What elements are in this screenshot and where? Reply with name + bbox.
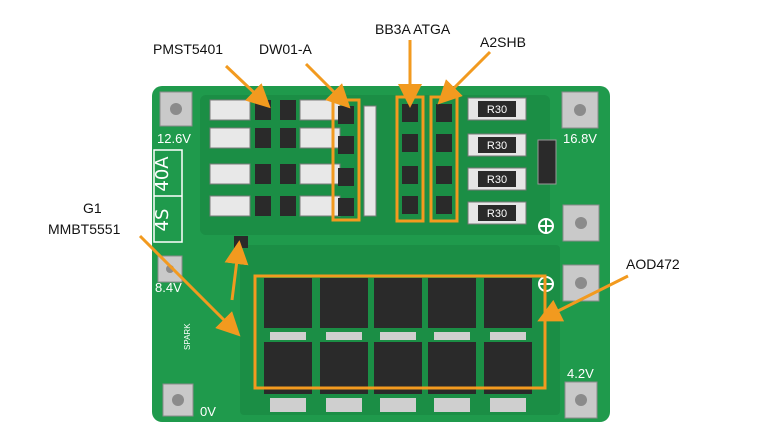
voltage-label-16-8v: 16.8V	[563, 131, 597, 146]
arrow-a2shb	[437, 50, 492, 105]
callout-arrows	[138, 40, 629, 337]
smd-component-rows	[209, 99, 341, 217]
mosfet-row-top	[264, 278, 532, 328]
arrow-mmbt5551	[138, 234, 241, 337]
callout-dw01: DW01-A	[259, 41, 312, 57]
arrow-aod472	[537, 274, 629, 322]
rating-4s-label: 4S	[152, 209, 173, 232]
voltage-label-4-2v: 4.2V	[567, 366, 594, 381]
resistor-code-1: R30	[487, 104, 507, 116]
resistor-code-3: R30	[487, 174, 507, 186]
mosfet-array	[264, 278, 532, 412]
voltage-label-12-6v: 12.6V	[157, 131, 191, 146]
rating-40a-label: 40A	[152, 156, 173, 192]
pad-left-84	[157, 255, 183, 283]
resistor-code-2: R30	[487, 140, 507, 152]
arrow-dw01	[304, 62, 351, 109]
a2shb-chip-column	[436, 104, 452, 214]
aod472-highlight	[253, 274, 547, 390]
callout-g1: G1	[83, 200, 102, 216]
callout-bb3a: BB3A ATGA	[375, 21, 451, 37]
shunt-resistors: R30 R30 R30 R30	[467, 97, 527, 225]
resistor-code-4: R30	[487, 208, 507, 220]
mosfet-row-bottom	[264, 342, 532, 394]
callout-mmbt5551: MMBT5551	[48, 221, 121, 237]
spark-label: SPARK	[183, 323, 192, 350]
plus-symbol	[538, 218, 554, 234]
voltage-label-8-4v: 8.4V	[155, 280, 182, 295]
arrow-pmst5401	[224, 64, 271, 109]
voltage-label-0v: 0V	[200, 404, 216, 419]
bb3a-chip-column	[402, 104, 418, 214]
g1-transistor	[234, 236, 248, 248]
arrow-g1	[224, 240, 249, 301]
dw01-chip-column	[338, 105, 377, 217]
mounting-pads	[157, 91, 600, 419]
callout-a2shb: A2SHB	[480, 34, 526, 50]
callout-aod472: AOD472	[626, 256, 680, 272]
diode	[537, 139, 557, 185]
callout-pmst5401: PMST5401	[153, 41, 224, 57]
mosfet-tabs	[270, 332, 526, 412]
